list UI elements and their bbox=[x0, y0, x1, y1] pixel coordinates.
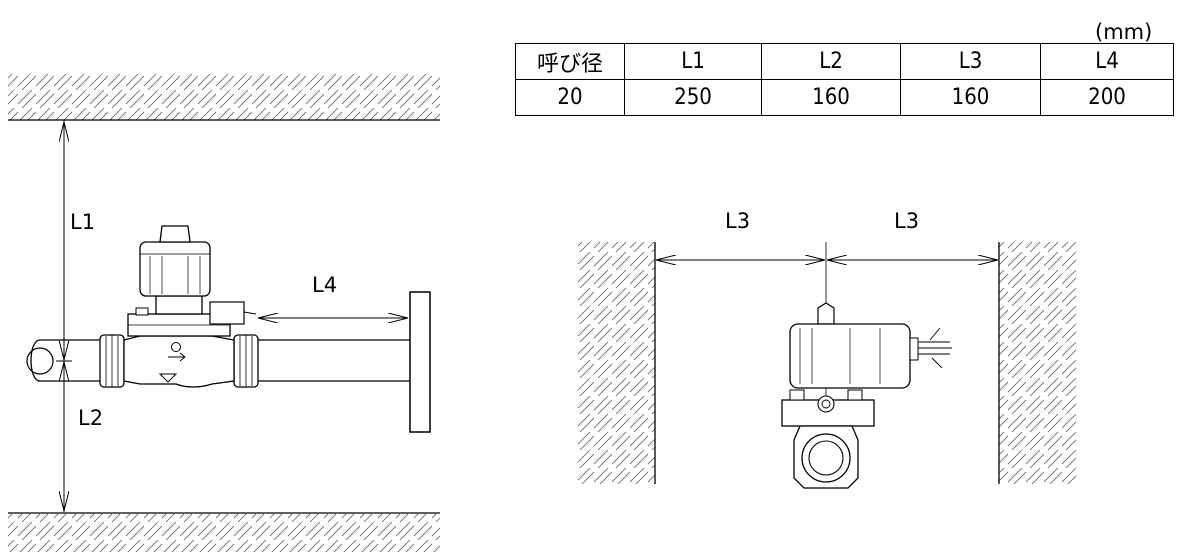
table-cell: 160 bbox=[761, 79, 901, 116]
table-row: 20 250 160 160 200 bbox=[515, 79, 1174, 116]
ceiling-hatch bbox=[8, 74, 440, 120]
wall-flange bbox=[409, 291, 431, 433]
side-view bbox=[8, 74, 440, 552]
l3-left-label: L3 bbox=[725, 209, 750, 233]
coil-cap bbox=[159, 225, 191, 243]
front-view bbox=[578, 242, 1076, 489]
l3-right-label: L3 bbox=[894, 209, 919, 233]
table-cell: 20 bbox=[515, 79, 625, 116]
pipe-right bbox=[258, 339, 410, 382]
port-inner bbox=[808, 440, 844, 476]
table-cell: 160 bbox=[900, 79, 1041, 116]
l2-label: L2 bbox=[78, 406, 103, 430]
flow-arrow-icon bbox=[168, 352, 186, 362]
coil-cap-front bbox=[817, 302, 835, 325]
l4-label: L4 bbox=[312, 273, 337, 297]
l1-label: L1 bbox=[70, 210, 95, 234]
left-wall-hatch bbox=[578, 242, 655, 484]
dimension-table: 呼び径 L1 L2 L3 L4 20 250 160 160 200 bbox=[515, 43, 1174, 116]
pipe-left bbox=[40, 339, 100, 382]
valve-stem bbox=[155, 295, 203, 315]
valve-body bbox=[123, 335, 235, 388]
solenoid-coil bbox=[139, 241, 211, 297]
right-wall-hatch bbox=[999, 242, 1076, 484]
pipe-cut-end bbox=[30, 339, 41, 382]
cable-leads bbox=[918, 327, 952, 369]
unit-label: (mm) bbox=[1095, 20, 1153, 44]
table-cell: 250 bbox=[624, 79, 762, 116]
table-cell: 200 bbox=[1040, 79, 1174, 116]
connector-box bbox=[209, 301, 245, 325]
table-header-cell: 呼び径 bbox=[515, 43, 625, 80]
table-header-cell: L4 bbox=[1040, 43, 1174, 80]
floor-hatch bbox=[8, 513, 440, 552]
table-header-cell: L2 bbox=[761, 43, 901, 80]
